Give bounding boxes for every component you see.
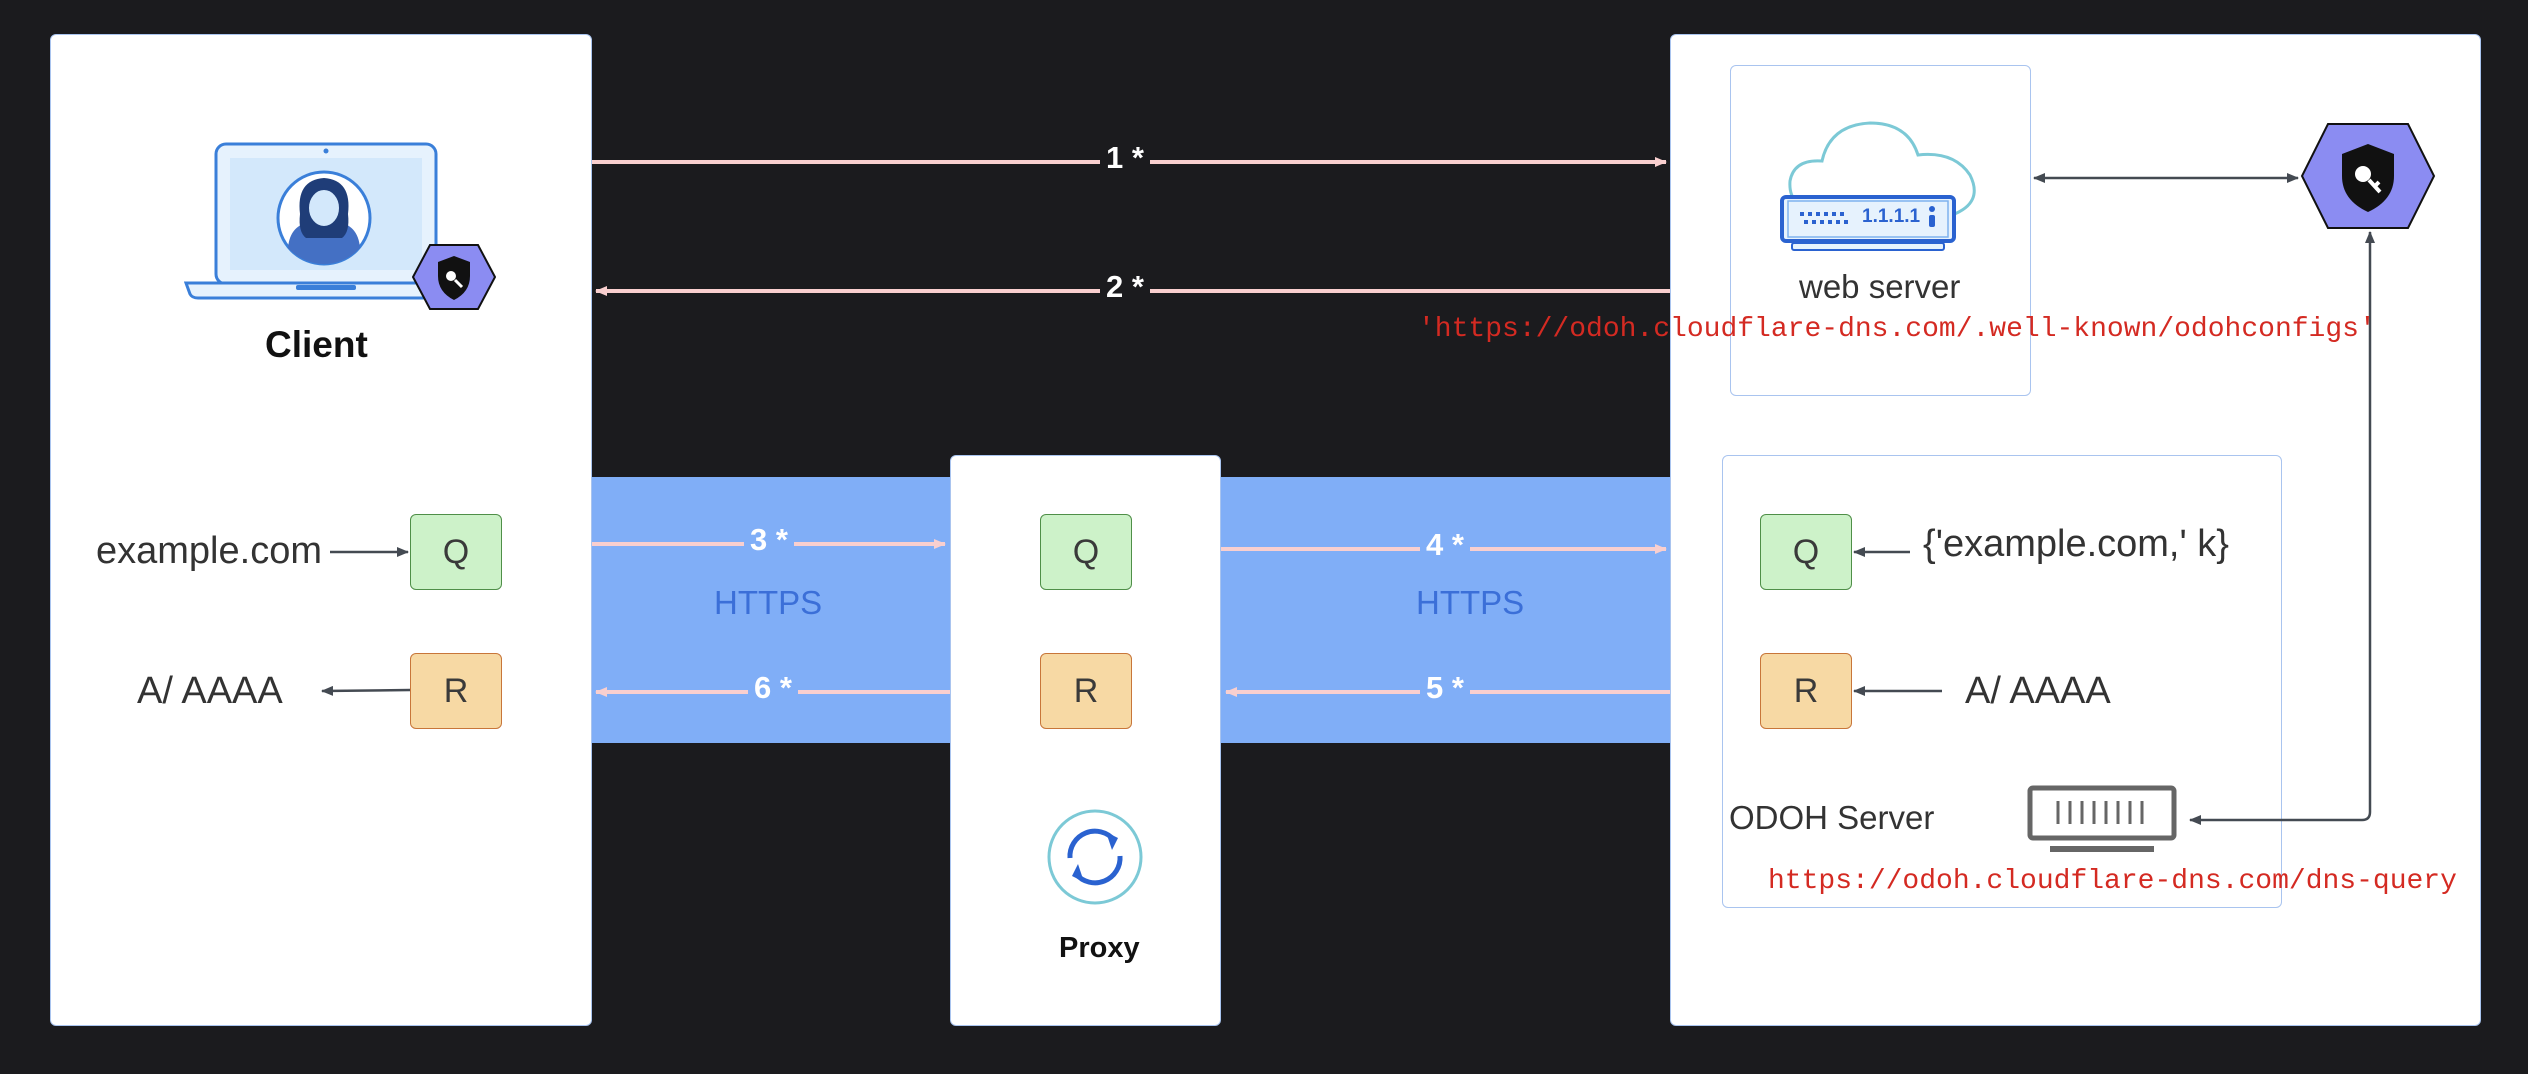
proxy-query-box: Q (1040, 514, 1132, 590)
config-url: 'https://odoh.cloudflare-dns.com/.well-k… (1418, 314, 2376, 345)
sync-icon (1047, 809, 1143, 905)
client-response-text: A/ AAAA (137, 670, 283, 712)
arrow-1-label: 1 * (1100, 140, 1150, 176)
server-rack-icon (2027, 785, 2177, 852)
key-to-odoh-arrow (2189, 231, 2375, 825)
proxy-title: Proxy (1059, 932, 1140, 964)
https-label-right: HTTPS (1416, 584, 1525, 621)
arrow-6-label: 6 * (748, 670, 798, 706)
query-url: https://odoh.cloudflare-dns.com/dns-quer… (1768, 866, 2457, 897)
arrow-2-label: 2 * (1100, 269, 1150, 305)
odoh-response-box: R (1760, 653, 1852, 729)
arrow-5-label: 5 * (1420, 670, 1470, 706)
cloud-server-icon (1780, 121, 1976, 251)
odoh-query-box: Q (1760, 514, 1852, 590)
odoh-response-value: A/ AAAA (1965, 670, 2111, 712)
laptop-user-icon (184, 142, 454, 300)
client-response-arrow (321, 685, 411, 696)
resolver-ip-label: 1.1.1.1 (1862, 206, 1921, 227)
client-response-box: R (410, 653, 502, 729)
client-title: Client (265, 324, 368, 365)
client-query-text: example.com (96, 530, 322, 572)
arrow-3-label: 3 * (744, 522, 794, 558)
proxy-response-box: R (1040, 653, 1132, 729)
https-label-left: HTTPS (714, 584, 823, 621)
arrow-4-label: 4 * (1420, 527, 1470, 563)
shield-key-icon (412, 244, 496, 310)
web-server-label: web server (1799, 268, 1961, 305)
client-query-box: Q (410, 514, 502, 590)
shield-key-icon (2300, 123, 2436, 229)
odoh-query-payload: {'example.com,' k} (1923, 523, 2229, 565)
odoh-server-label: ODOH Server (1729, 799, 1935, 836)
